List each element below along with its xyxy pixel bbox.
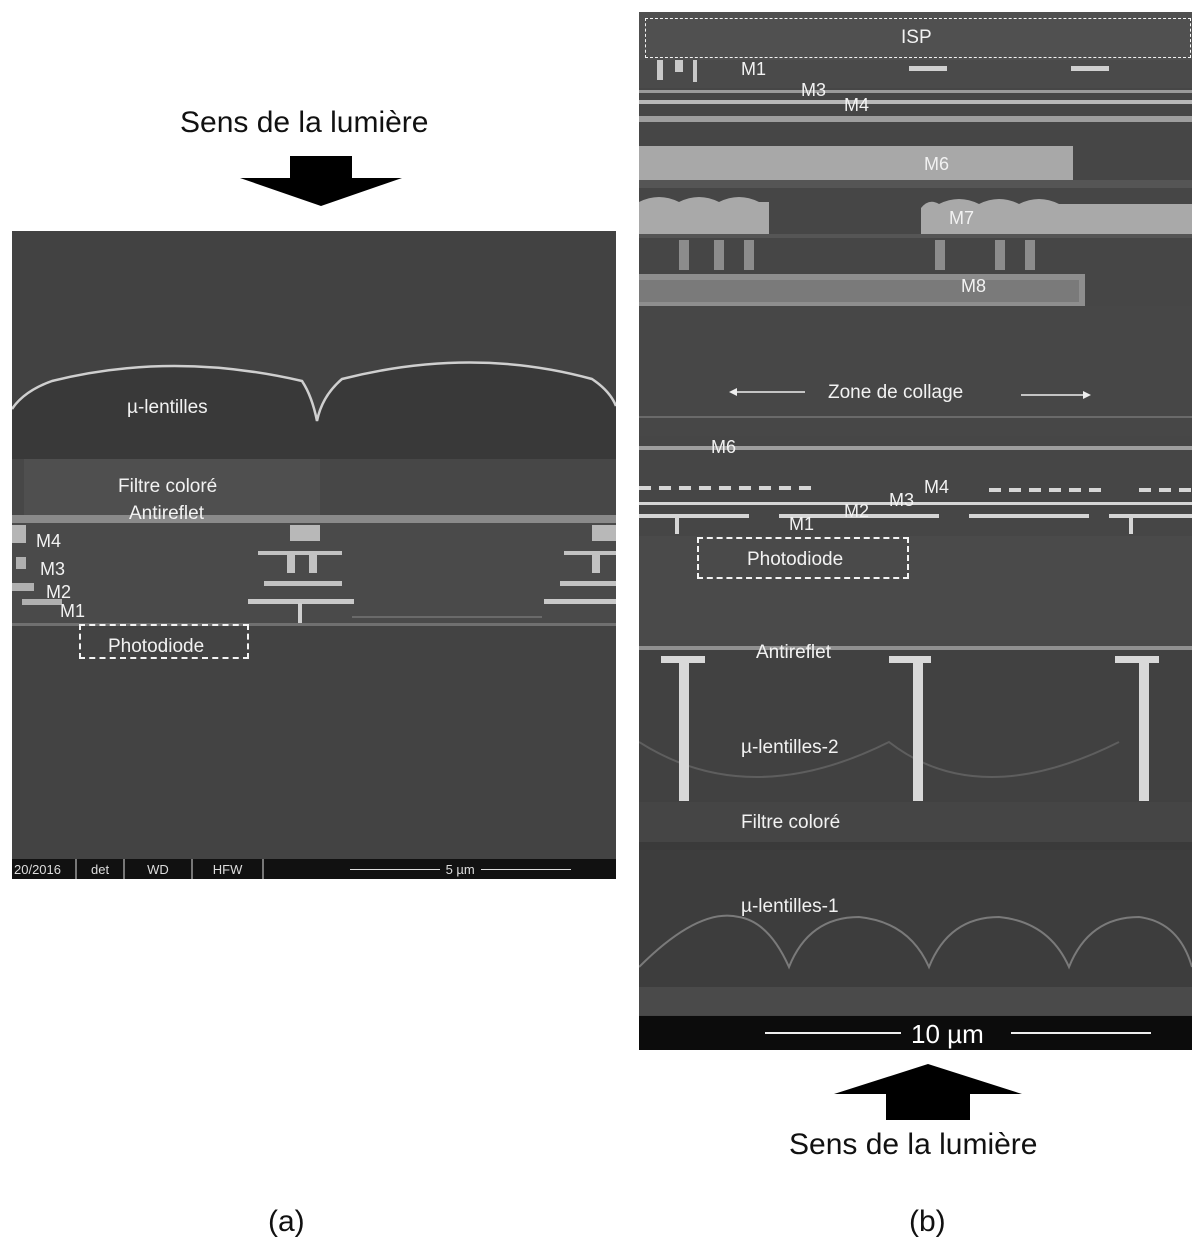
panel-b-photodiode-region [697,537,909,579]
panel-a-sem-image: µ-lentilles Filtre coloré Antireflet M4 … [12,231,616,879]
panel-a-caption: (a) [268,1205,305,1238]
panel-b-label-antireflect: Antireflet [756,642,831,663]
panel-a-photodiode-region [79,624,249,659]
panel-b-label-isp: ISP [901,27,932,48]
panel-b-label-m6-top: M6 [924,154,950,174]
panel-b-scale-bar: 10 µm [639,1016,1192,1050]
panel-b-label-m1-top: M1 [741,59,767,79]
panel-a-label-color-filter: Filtre coloré [118,476,218,497]
info-date: 20/2016 [12,859,77,879]
panel-b-label-color-filter: Filtre coloré [741,812,841,833]
panel-b-up-arrow-icon [834,1064,1022,1120]
scale-line-left [349,868,440,870]
panel-a-label-microlenses: µ-lentilles [127,397,208,418]
panel-b-label-bonding-zone: Zone de collage [828,382,964,403]
info-scale-bar: 5 µm [264,862,616,877]
panel-a-info-bar: 20/2016 det WD HFW 5 µm [12,859,616,879]
info-scale: 5 µm [445,861,475,877]
panel-a-light-direction: Sens de la lumière [180,106,429,139]
panel-b-label-m8: M8 [961,276,987,296]
info-wd: WD [125,859,193,879]
panel-b-label-m3-top: M3 [801,80,827,100]
panel-b-label-m4-low: M4 [924,477,950,497]
panel-a-label-m2: M2 [46,582,72,602]
panel-b-caption: (b) [909,1205,946,1238]
panel-b-light-direction: Sens de la lumière [789,1128,1038,1161]
panel-a-label-photodiode: Photodiode [108,636,205,657]
panel-a-label-antireflect: Antireflet [129,503,204,524]
scale-line-right [480,868,571,870]
info-det: det [77,859,126,879]
panel-b-isp-region [645,18,1191,58]
panel-b-bonding-right-arrow-icon [1021,391,1091,399]
panel-b-label-m4-top: M4 [844,95,870,115]
panel-b-label-m1-low: M1 [789,514,815,534]
panel-a-label-m1: M1 [60,601,86,621]
panel-b-scale-line-right [1011,1032,1151,1034]
panel-b-label-m2-low: M2 [844,501,870,521]
panel-b-label-microlenses-2: µ-lentilles-2 [741,737,839,758]
panel-b-scale-text: 10 µm [911,1019,984,1049]
panel-b-bonding-left-arrow-icon [729,388,805,396]
panel-a-down-arrow-icon [240,156,402,206]
panel-b-label-m3-low: M3 [889,490,915,510]
panel-b-label-microlenses-1: µ-lentilles-1 [741,896,839,917]
panel-b-label-m7: M7 [949,208,975,228]
panel-b-scale-line-left [765,1032,901,1034]
panel-a-label-m3: M3 [40,559,66,579]
panel-b-label-m6-low: M6 [711,437,737,457]
panel-b-sem-image: ISP M1 M3 M4 M6 M7 M8 Zone de collage M6… [639,12,1192,1050]
panel-b-label-photodiode: Photodiode [747,549,844,570]
panel-a-label-m4: M4 [36,531,62,551]
info-hfw: HFW [193,859,265,879]
